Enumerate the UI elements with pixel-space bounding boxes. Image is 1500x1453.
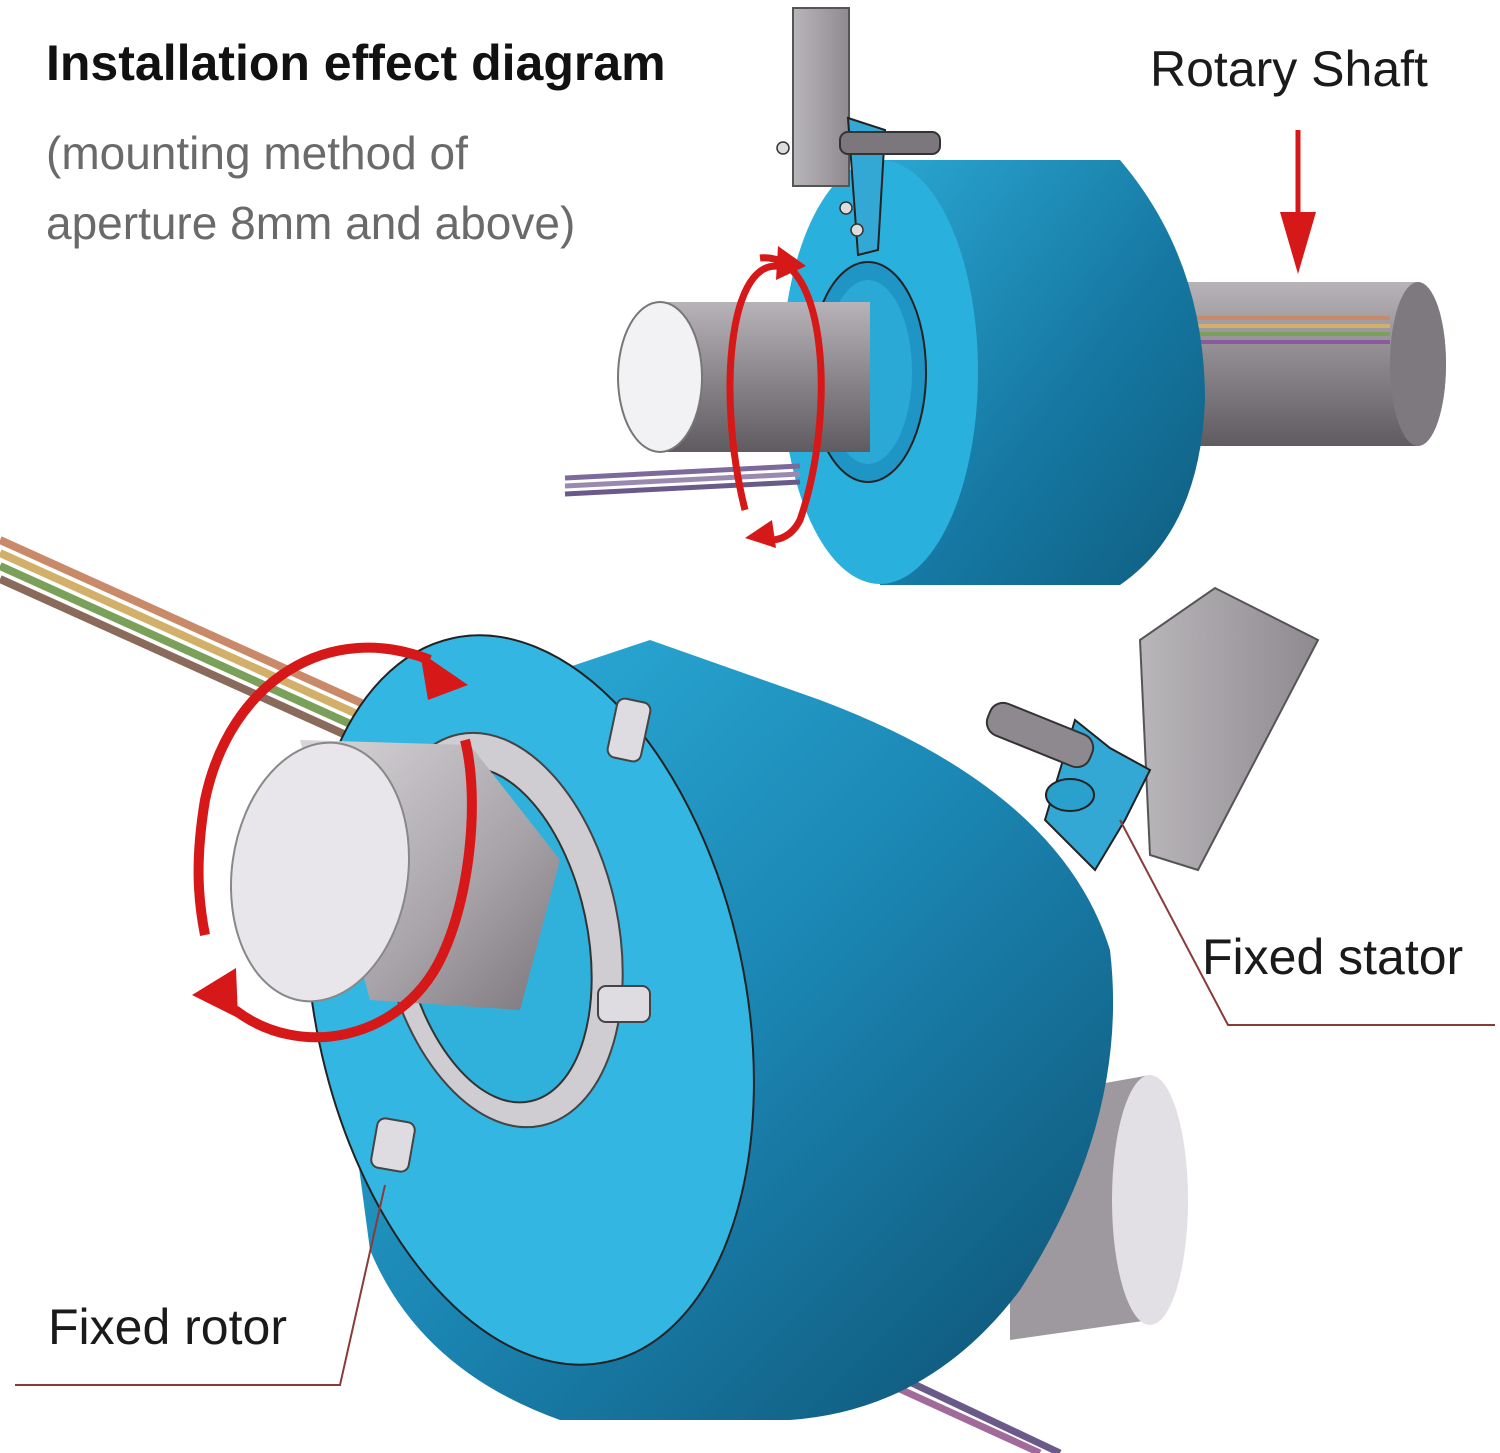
leader-lines [15,819,1495,1386]
bottom-housing [305,634,1114,1420]
top-front-shaft [617,301,870,453]
bottom-assembly [0,536,1320,1453]
top-rear-shaft [1170,282,1446,446]
diagram-title: Installation effect diagram [46,35,666,91]
label-fixed-stator: Fixed stator [1202,929,1464,985]
label-rotary-shaft: Rotary Shaft [1150,41,1428,97]
top-assembly [564,7,1446,585]
diagram-subtitle: (mounting method of aperture 8mm and abo… [46,118,726,258]
subtitle-line-2: aperture 8mm and above) [46,197,576,249]
label-fixed-rotor: Fixed rotor [48,1299,287,1355]
top-cable [564,463,801,497]
bottom-front-shaft [229,740,560,1010]
stator-leader-line [1119,819,1495,1026]
top-stator-bracket [776,7,941,257]
bottom-set-screws [370,697,652,1173]
rotor-leader-line [15,1184,386,1386]
bottom-stator-bracket [985,586,1320,872]
bottom-rotation-arrow [193,642,477,1043]
top-rotation-arrow [726,254,825,544]
subtitle-line-1: (mounting method of [46,127,468,179]
rotary-shaft-arrow [1280,130,1316,274]
